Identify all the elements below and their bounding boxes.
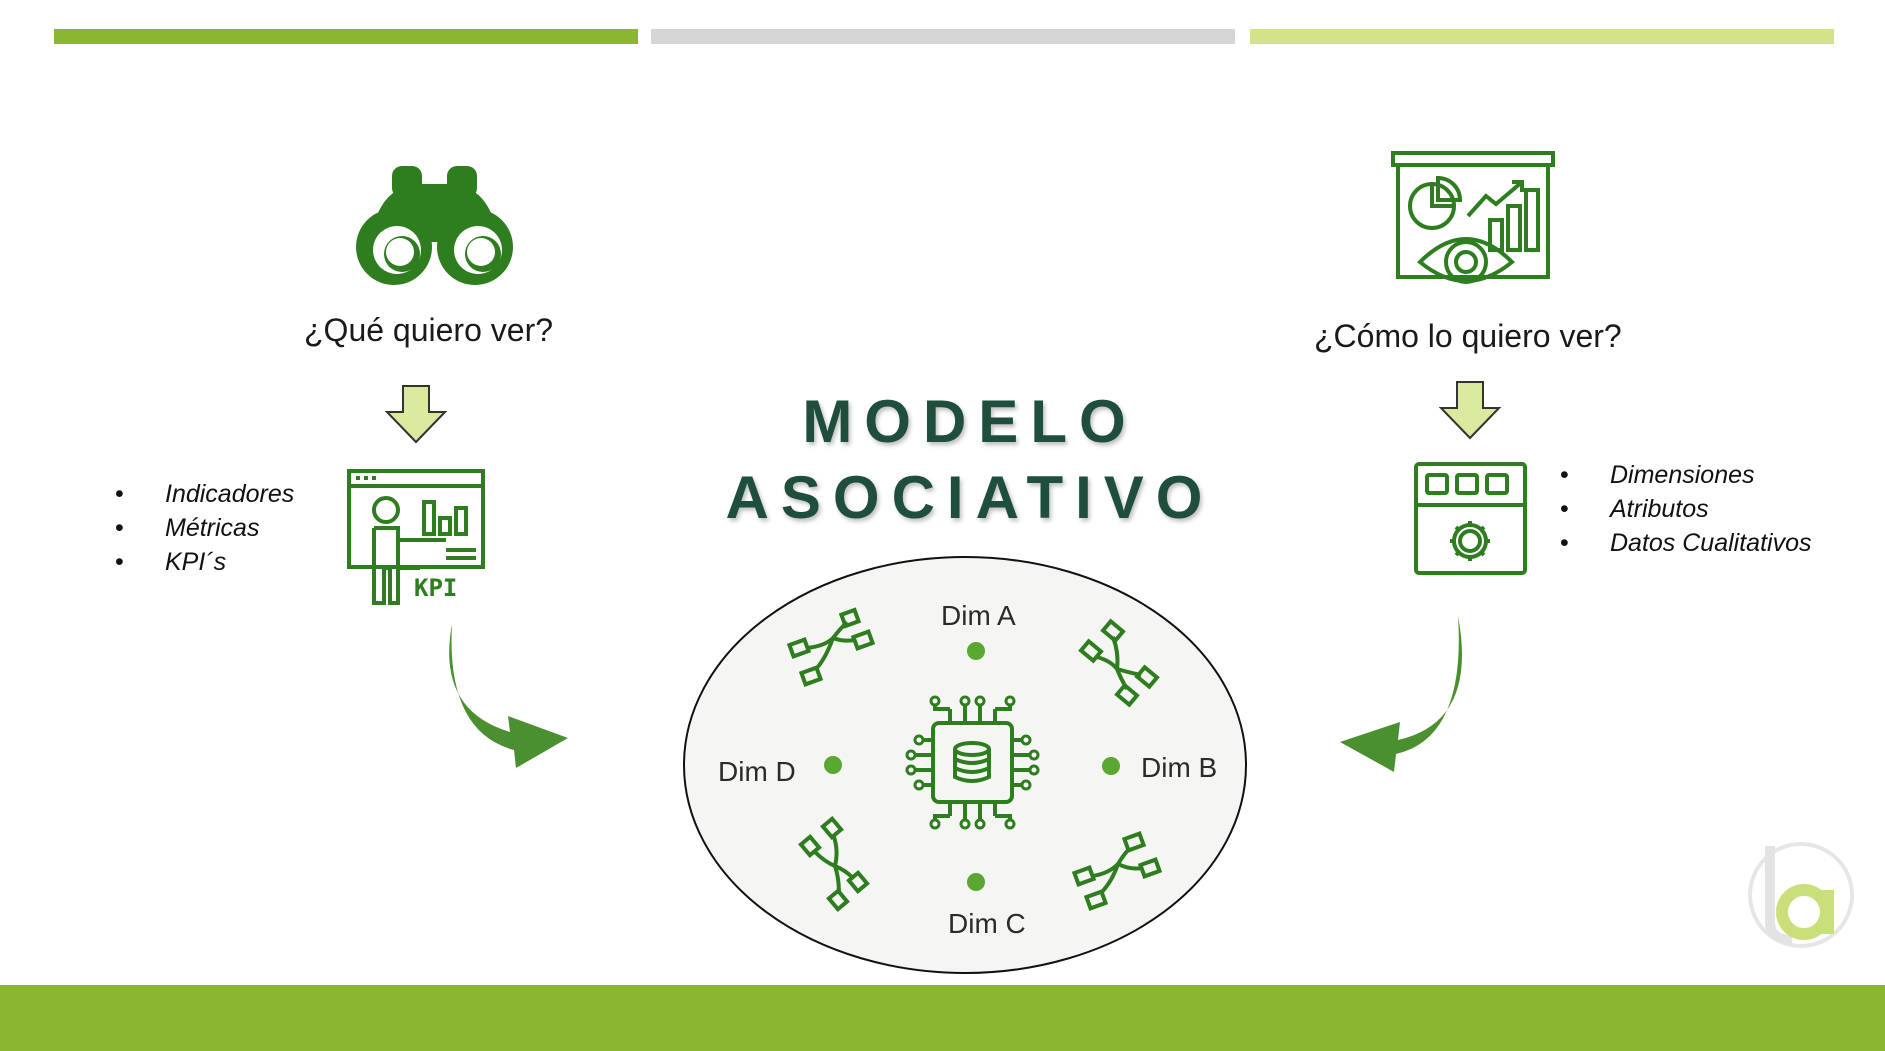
- kpi-label: KPI: [414, 574, 457, 602]
- kpi-presentation-icon: KPI: [347, 469, 485, 605]
- down-arrow-right: [1438, 381, 1502, 440]
- top-bar-right: [1250, 29, 1834, 44]
- database-circuit-icon: [905, 695, 1040, 830]
- dim-d-dot: [824, 756, 842, 774]
- settings-window-icon: [1414, 462, 1527, 575]
- list-item: Indicadores: [115, 477, 294, 511]
- analytics-eye-board-icon: [1391, 151, 1555, 284]
- dim-c-dot: [967, 873, 985, 891]
- list-item: Atributos: [1560, 492, 1811, 526]
- dim-a-dot: [967, 642, 985, 660]
- list-item: Métricas: [115, 511, 294, 545]
- top-bar-left: [54, 29, 638, 44]
- node-connector-icon: [1078, 618, 1160, 708]
- top-bar-middle: [651, 29, 1235, 44]
- dim-c-label: Dim C: [948, 908, 1026, 939]
- binoculars-icon: [356, 166, 513, 285]
- dim-b-dot: [1102, 757, 1120, 775]
- list-item: KPI´s: [115, 545, 294, 579]
- left-items-list: Indicadores Métricas KPI´s: [115, 477, 294, 579]
- list-item: Dimensiones: [1560, 458, 1811, 492]
- bottom-bar: [0, 985, 1885, 1051]
- left-question: ¿Qué quiero ver?: [304, 312, 554, 348]
- dim-d-label: Dim D: [718, 756, 796, 787]
- brand-logo: [1748, 842, 1854, 948]
- curved-arrow-left: [449, 624, 568, 768]
- title-line-2: ASOCIATIVO: [725, 464, 1215, 531]
- down-arrow-left: [384, 385, 448, 444]
- curved-arrow-right: [1340, 616, 1462, 772]
- list-item: Datos Cualitativos: [1560, 526, 1811, 560]
- dim-a-label: Dim A: [941, 600, 1016, 631]
- right-items-list: Dimensiones Atributos Datos Cualitativos: [1560, 458, 1811, 560]
- node-connector-icon: [786, 607, 876, 687]
- title-line-1: MODELO: [802, 388, 1138, 455]
- dim-b-label: Dim B: [1141, 752, 1218, 783]
- node-connector-icon: [1071, 831, 1163, 911]
- right-question: ¿Cómo lo quiero ver?: [1314, 318, 1622, 354]
- node-connector-icon: [798, 815, 870, 913]
